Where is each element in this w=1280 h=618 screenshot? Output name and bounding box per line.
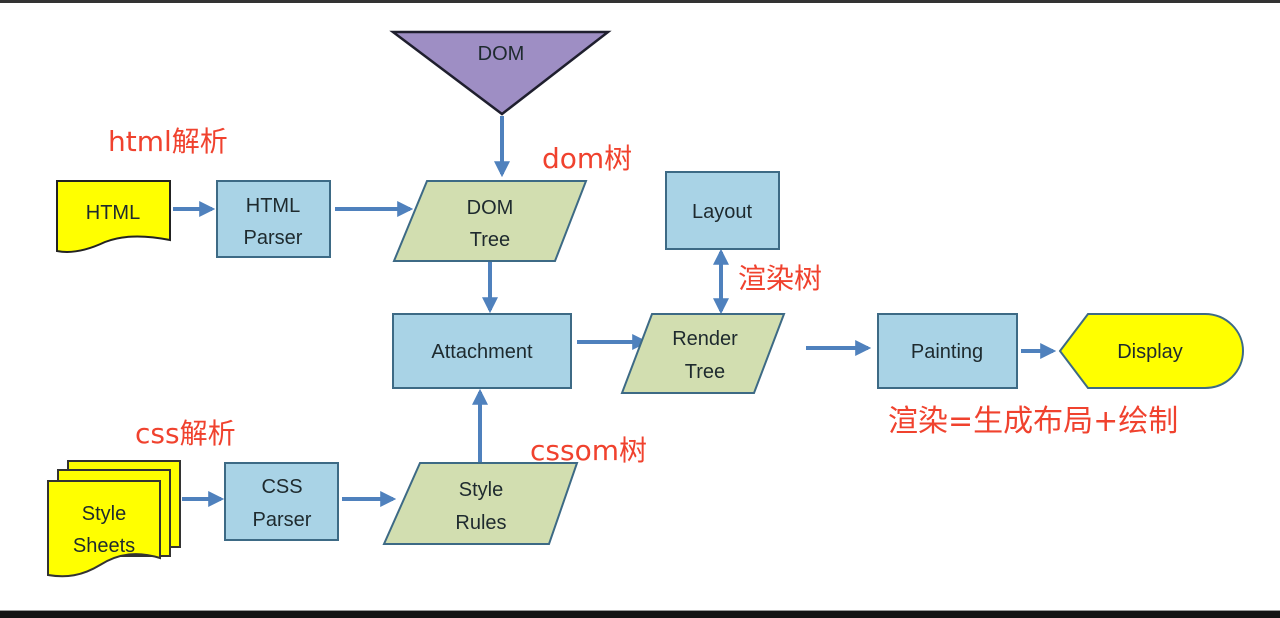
style-sheets-label-line2: Sheets <box>73 535 135 557</box>
painting-label: Painting <box>911 341 983 363</box>
layout-label: Layout <box>692 201 752 223</box>
bottom-window-border <box>0 610 1280 618</box>
render-tree-node: Render Tree <box>620 313 786 394</box>
html-document-node: HTML <box>56 180 171 253</box>
annotation-render-equation: 渲染=生成布局+绘制 <box>888 404 1179 439</box>
attachment-node: Attachment <box>392 313 572 389</box>
style-rules-label-line2: Rules <box>455 512 506 534</box>
annotation-cssom-tree: cssom树 <box>530 434 647 467</box>
annotation-html-parse: html解析 <box>108 125 228 158</box>
css-parser-label-line2: Parser <box>253 509 312 531</box>
html-parser-label-line1: HTML <box>246 195 300 217</box>
annotation-css-parse: css解析 <box>135 417 236 450</box>
css-parser-node: CSS Parser <box>224 462 339 541</box>
css-parser-label-line1: CSS <box>261 476 302 498</box>
painting-node: Painting <box>877 313 1018 389</box>
html-parser-label-line2: Parser <box>244 227 303 249</box>
style-rules-node: Style Rules <box>382 462 579 545</box>
style-sheets-label-line1: Style <box>82 503 126 525</box>
layout-node: Layout <box>665 171 780 250</box>
top-window-border <box>0 0 1280 3</box>
html-document-label: HTML <box>86 202 140 224</box>
dom-source-node: DOM <box>389 30 612 116</box>
html-parser-node: HTML Parser <box>216 180 331 258</box>
display-node: Display <box>1058 313 1244 389</box>
annotation-render-tree: 渲染树 <box>738 262 823 295</box>
display-label: Display <box>1117 341 1183 363</box>
dom-tree-node: DOM Tree <box>392 180 588 262</box>
annotation-dom-tree: dom树 <box>542 142 633 175</box>
edges <box>173 116 1057 507</box>
dom-tree-label-line2: Tree <box>470 229 510 251</box>
style-rules-label-line1: Style <box>459 479 503 501</box>
render-tree-label-line1: Render <box>672 328 738 350</box>
dom-source-label: DOM <box>478 43 525 65</box>
style-sheets-node: Style Sheets <box>47 460 181 578</box>
dom-tree-label-line1: DOM <box>467 197 514 219</box>
attachment-label: Attachment <box>431 341 533 363</box>
render-tree-label-line2: Tree <box>685 361 725 383</box>
